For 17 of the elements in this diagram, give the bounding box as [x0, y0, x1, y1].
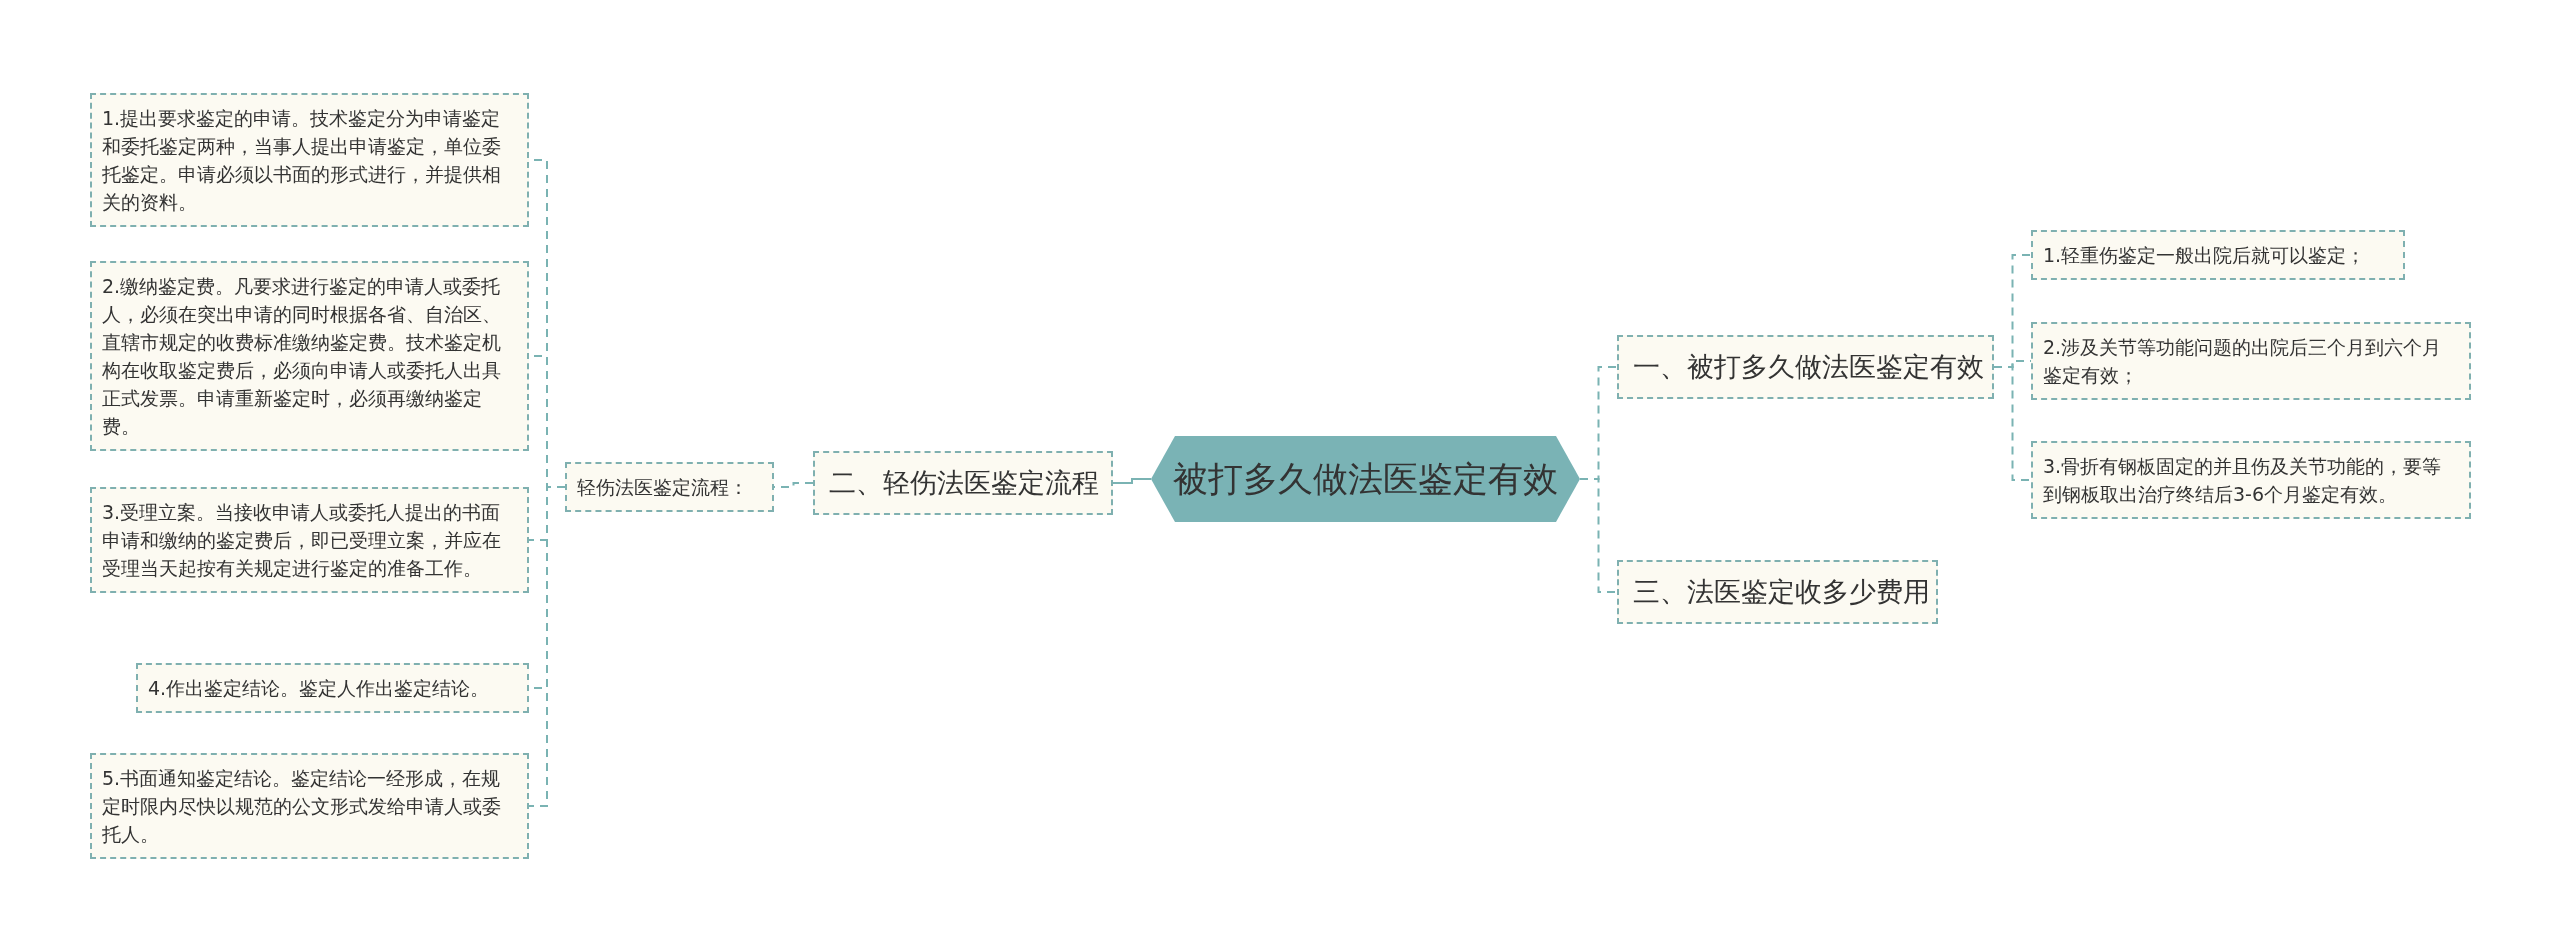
- connector-line: [528, 486, 566, 807]
- subtopic-box: 轻伤法医鉴定流程：: [565, 462, 774, 512]
- topic-box: 三、法医鉴定收多少费用: [1617, 560, 1938, 624]
- connector-line: [1112, 478, 1152, 484]
- subtopic-box: 1.提出要求鉴定的申请。技术鉴定分为申请鉴定和委托鉴定两种，当事人提出申请鉴定，单位委托鉴定。申请必须以书面的形式进行，并提供相关的资料。: [90, 93, 529, 227]
- subtopic-box: 3.受理立案。当接收申请人或委托人提出的书面申请和缴纳的鉴定费后，即已受理立案，并应在受理当天起按有关规定进行鉴定的准备工作。: [90, 487, 529, 593]
- subtopic-box: 2.缴纳鉴定费。凡要求进行鉴定的申请人或委托人，必须在突出申请的同时根据各省、自治区、直辖市规定的收费标准缴纳鉴定费。技术鉴定机构在收取鉴定费后，必须向申请人或委托人出具正式发票。申请重新鉴定时，必须再缴纳鉴定费。: [90, 261, 529, 451]
- subtopic-box: 3.骨折有钢板固定的并且伤及关节功能的，要等到钢板取出治疗终结后3-6个月鉴定有效。: [2031, 441, 2471, 519]
- topic-box: 一、被打多久做法医鉴定有效: [1617, 335, 1994, 399]
- connector-line: [1993, 366, 2032, 481]
- central-topic-hexagon: 被打多久做法医鉴定有效: [1151, 436, 1580, 522]
- subtopic-box: 1.轻重伤鉴定一般出院后就可以鉴定；: [2031, 230, 2405, 280]
- topic-box: 二、轻伤法医鉴定流程: [813, 451, 1113, 515]
- subtopic-box: 2.涉及关节等功能问题的出院后三个月到六个月鉴定有效；: [2031, 322, 2471, 400]
- subtopic-box: 4.作出鉴定结论。鉴定人作出鉴定结论。: [136, 663, 529, 713]
- subtopic-box: 5.书面通知鉴定结论。鉴定结论一经形成，在规定时限内尽快以规范的公文形式发给申请人或委托人。: [90, 753, 529, 859]
- connector-line: [1579, 478, 1618, 593]
